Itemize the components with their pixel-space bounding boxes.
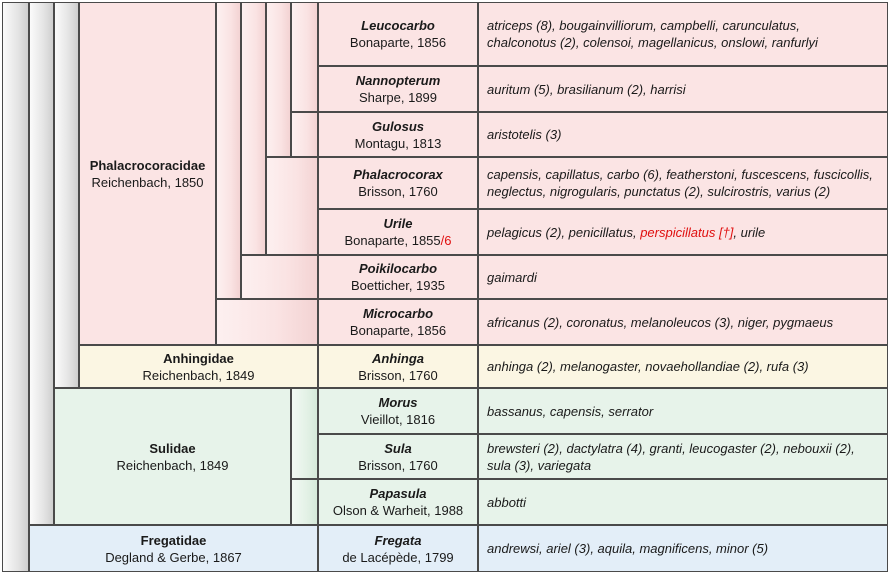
- species-line: aristotelis (3): [487, 127, 562, 142]
- genus-name: Poikilocarbo: [358, 261, 438, 276]
- genus-author: Bonaparte, 1856: [349, 35, 447, 50]
- genus-leucocarbo: Leucocarbo Bonaparte, 1856: [318, 2, 478, 66]
- species-line: pelagicus (2), penicillatus, perspicilla…: [487, 224, 887, 241]
- species-line: bassanus, capensis, serrator: [487, 403, 654, 419]
- species-line: capensis, capillatus, carbo (6), feather…: [487, 167, 873, 182]
- species-nannopterum: auritum (5), brasilianum (2), harrisi: [478, 66, 888, 112]
- genus-author: Boetticher, 1935: [351, 278, 445, 293]
- clade-bracket-p8: [216, 299, 318, 345]
- genus-author: Bonaparte, 1856: [349, 323, 447, 338]
- genus-name: Papasula: [369, 486, 427, 501]
- genus-fregata: Fregata de Lacépède, 1799: [318, 525, 478, 572]
- family-phalacrocoracidae: Phalacrocoracidae Reichenbach, 1850: [79, 2, 216, 345]
- species-text: , urile: [733, 224, 766, 240]
- species-microcarbo: africanus (2), coronatus, melanoleucos (…: [478, 299, 888, 345]
- genus-author: Vieillot, 1816: [360, 412, 436, 427]
- species-line: gaimardi: [487, 269, 537, 285]
- genus-microcarbo: Microcarbo Bonaparte, 1856: [318, 299, 478, 345]
- clade-bracket-p7: [241, 255, 318, 299]
- genus-name: Nannopterum: [355, 73, 441, 88]
- genus-author: Montagu, 1813: [354, 135, 442, 151]
- genus-name: Fregata: [374, 532, 422, 548]
- family-fregatidae: Fregatidae Degland & Gerbe, 1867: [29, 525, 318, 572]
- family-name: Fregatidae: [140, 532, 207, 548]
- species-poikilocarbo: gaimardi: [478, 255, 888, 299]
- genus-author: Sharpe, 1899: [358, 90, 438, 105]
- clade-bracket-p5: [266, 157, 318, 255]
- genus-name: Sula: [384, 440, 412, 456]
- genus-author: Brisson, 1760: [358, 184, 438, 199]
- species-gulosus: aristotelis (3): [478, 112, 888, 157]
- species-text: pelagicus (2), penicillatus,: [487, 224, 641, 240]
- species-line: neglectus, nigrogularis, punctatus (2), …: [487, 184, 831, 199]
- genus-author: Olson & Warheit, 1988: [332, 503, 464, 518]
- genus-name: Urile: [383, 216, 413, 231]
- family-anhingidae: Anhingidae Reichenbach, 1849: [79, 345, 318, 388]
- clade-bracket-root: [2, 2, 29, 572]
- genus-author: Brisson, 1760: [358, 367, 438, 383]
- genus-nannopterum: Nannopterum Sharpe, 1899: [318, 66, 478, 112]
- clade-bracket-p3: [266, 2, 291, 157]
- species-line: atriceps (8), bougainvilliorum, campbell…: [487, 18, 800, 33]
- genus-author: Brisson, 1760: [358, 457, 438, 473]
- author-note: /6: [440, 233, 452, 248]
- genus-phalacrocorax: Phalacrocorax Brisson, 1760: [318, 157, 478, 209]
- genus-gulosus: Gulosus Montagu, 1813: [318, 112, 478, 157]
- family-author: Reichenbach, 1850: [91, 174, 204, 190]
- genus-author: de Lacépède, 1799: [342, 549, 454, 565]
- species-sula: brewsteri (2), dactylatra (4), granti, l…: [478, 434, 888, 479]
- clade-bracket-p4: [291, 2, 318, 112]
- species-line: auritum (5), brasilianum (2), harrisi: [487, 81, 686, 97]
- species-line: abbotti: [487, 494, 527, 510]
- species-fregata: andrewsi, ariel (3), aquila, magnificens…: [478, 525, 888, 572]
- clade-bracket-s1: [291, 388, 318, 479]
- family-name: Anhingidae: [163, 350, 234, 366]
- species-line: sula (3), variegata: [487, 457, 592, 473]
- species-line: anhinga (2), melanogaster, novaehollandi…: [487, 359, 809, 374]
- family-name: Sulidae: [149, 440, 196, 456]
- species-phalacrocorax: capensis, capillatus, carbo (6), feather…: [478, 157, 888, 209]
- genus-anhinga: Anhinga Brisson, 1760: [318, 345, 478, 388]
- genus-name: Anhinga: [372, 350, 424, 366]
- genus-name: Leucocarbo: [361, 18, 435, 33]
- clade-bracket-p6: [291, 112, 318, 157]
- species-line: brewsteri (2), dactylatra (4), granti, l…: [487, 440, 855, 456]
- genus-name: Gulosus: [371, 118, 424, 134]
- genus-name: Microcarbo: [362, 306, 434, 321]
- genus-papasula: Papasula Olson & Warheit, 1988: [318, 479, 478, 525]
- species-leucocarbo: atriceps (8), bougainvilliorum, campbell…: [478, 2, 888, 66]
- species-line: chalconotus (2), colensoi, magellanicus,…: [487, 35, 818, 50]
- genus-name: Morus: [378, 395, 418, 410]
- species-line: andrewsi, ariel (3), aquila, magnificens…: [487, 541, 769, 556]
- clade-bracket-phalacrocoracoidea: [54, 2, 79, 388]
- clade-bracket-s2: [291, 479, 318, 525]
- genus-name: Phalacrocorax: [353, 167, 443, 182]
- species-line: africanus (2), coronatus, melanoleucos (…: [487, 314, 834, 330]
- genus-poikilocarbo: Poikilocarbo Boetticher, 1935: [318, 255, 478, 299]
- family-sulidae: Sulidae Reichenbach, 1849: [54, 388, 291, 525]
- family-author: Reichenbach, 1849: [142, 367, 255, 383]
- genus-sula: Sula Brisson, 1760: [318, 434, 478, 479]
- family-author: Degland & Gerbe, 1867: [105, 549, 242, 565]
- clade-bracket-suliformes: [29, 2, 54, 525]
- species-papasula: abbotti: [478, 479, 888, 525]
- family-author: Reichenbach, 1849: [116, 457, 229, 473]
- species-anhinga: anhinga (2), melanogaster, novaehollandi…: [478, 345, 888, 388]
- species-urile: pelagicus (2), penicillatus, perspicilla…: [478, 209, 888, 255]
- genus-urile: Urile Bonaparte, 1855/6: [318, 209, 478, 255]
- species-morus: bassanus, capensis, serrator: [478, 388, 888, 434]
- clade-bracket-p1: [216, 2, 241, 299]
- genus-morus: Morus Vieillot, 1816: [318, 388, 478, 434]
- genus-author: Bonaparte, 1855: [344, 233, 441, 248]
- clade-bracket-p2: [241, 2, 266, 255]
- extinct-species: perspicillatus [†]: [640, 224, 734, 240]
- family-name: Phalacrocoracidae: [89, 157, 206, 173]
